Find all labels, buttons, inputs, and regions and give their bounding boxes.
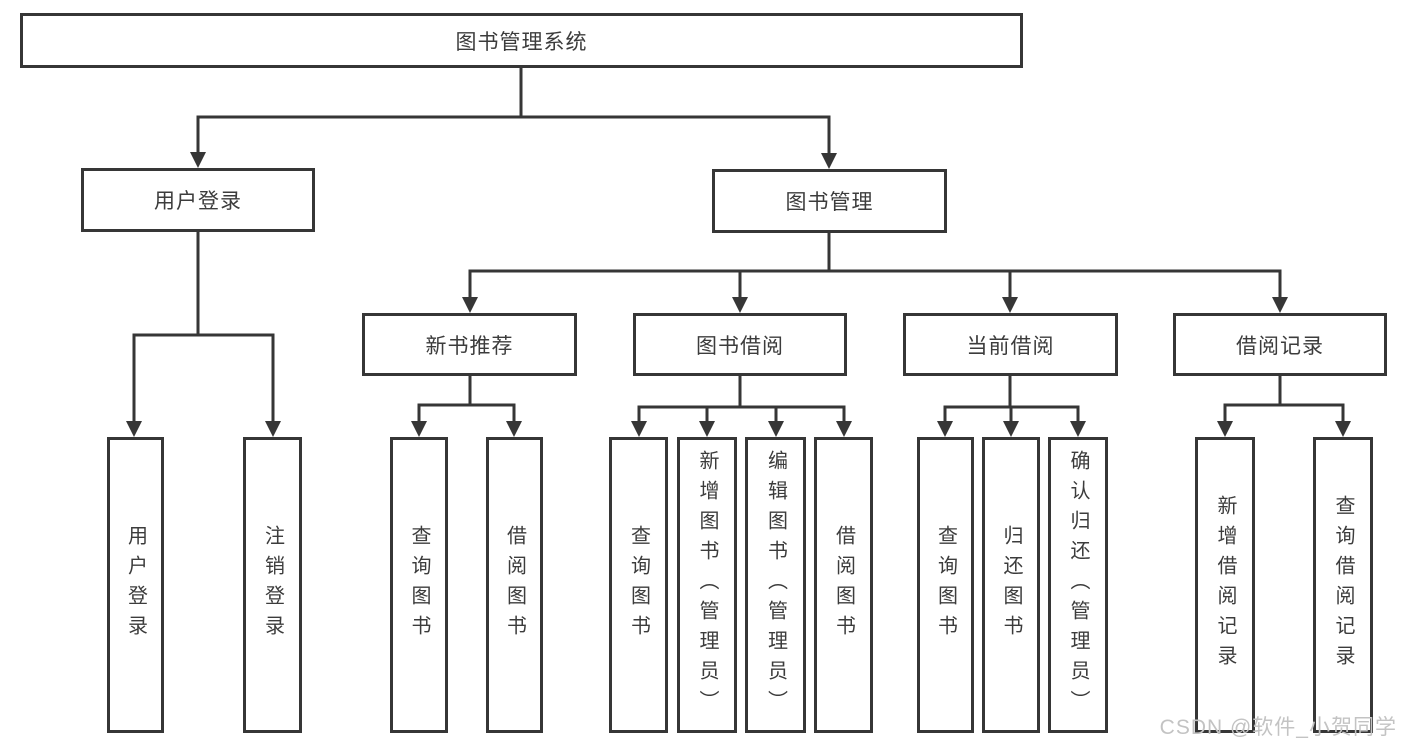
leaf-borrow-add-books-admin: 新增图书（管理员） — [677, 437, 737, 733]
node-user-login: 用户登录 — [81, 168, 315, 232]
node-new-book-recommend: 新书推荐 — [362, 313, 577, 376]
leaf-current-return-books: 归还图书 — [982, 437, 1040, 733]
leaf-records-query-record: 查询借阅记录 — [1313, 437, 1373, 733]
leaf-borrow-query-books: 查询图书 — [609, 437, 668, 733]
csdn-watermark: CSDN @软件_小贺同学 — [1159, 716, 1397, 739]
node-book-management: 图书管理 — [712, 169, 947, 233]
leaf-current-query-books: 查询图书 — [917, 437, 974, 733]
node-current-borrow: 当前借阅 — [903, 313, 1118, 376]
node-borrow-records: 借阅记录 — [1173, 313, 1387, 376]
leaf-borrow-borrow-books: 借阅图书 — [814, 437, 873, 733]
leaf-recommend-query-books: 查询图书 — [390, 437, 448, 733]
leaf-recommend-borrow-books: 借阅图书 — [486, 437, 543, 733]
leaf-current-confirm-return-admin: 确认归还（管理员） — [1048, 437, 1108, 733]
leaf-logout: 注销登录 — [243, 437, 302, 733]
leaf-user-login: 用户登录 — [107, 437, 164, 733]
node-book-borrow: 图书借阅 — [633, 313, 847, 376]
arrowheads — [126, 152, 1351, 437]
node-root: 图书管理系统 — [20, 13, 1023, 68]
leaf-records-add-record: 新增借阅记录 — [1195, 437, 1255, 733]
leaf-borrow-edit-books-admin: 编辑图书（管理员） — [745, 437, 806, 733]
